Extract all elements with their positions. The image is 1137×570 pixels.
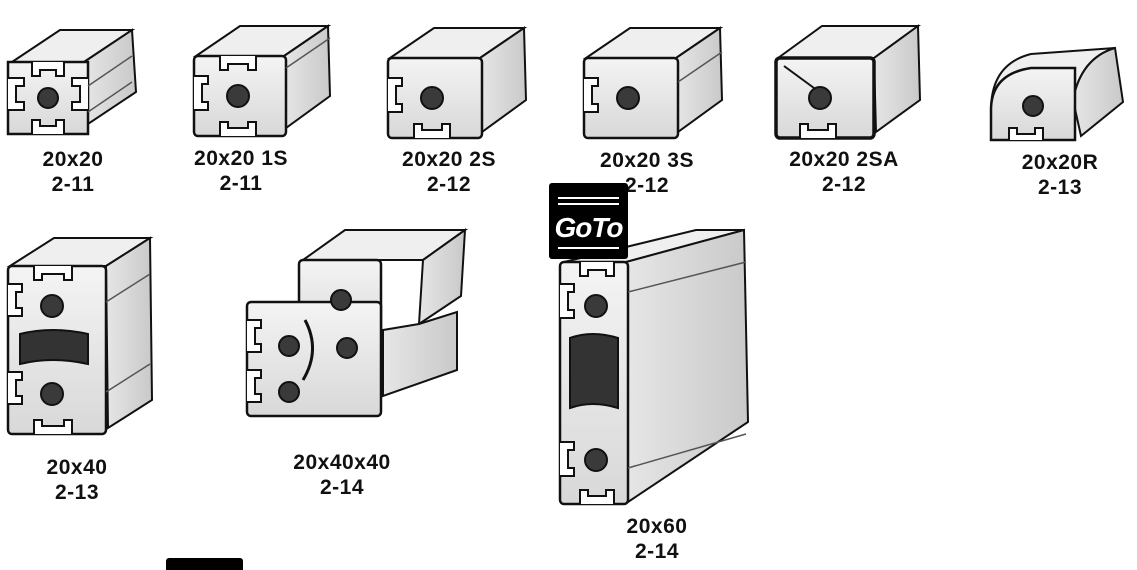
goto-rule-bottom <box>558 247 619 249</box>
page-ref: 2-11 <box>219 172 263 195</box>
caption-20x40x40: 20x40x40 2-14 <box>277 450 407 500</box>
page-ref: 2-12 <box>624 174 670 197</box>
goto-button-partial[interactable] <box>166 558 243 570</box>
page-ref: 2-14 <box>634 540 680 563</box>
page-ref: 2-13 <box>54 481 100 504</box>
profile-name: 20x20 2SA <box>789 148 899 171</box>
profile-name: 20x20R <box>1021 151 1099 174</box>
profile-name: 20x40x40 <box>293 451 391 474</box>
caption-20x40: 20x40 2-13 <box>22 455 132 505</box>
profile-20x40-image[interactable] <box>2 232 162 442</box>
caption-20x20-1s: 20x20 1S 2-11 <box>186 146 296 196</box>
page-ref: 2-13 <box>1037 176 1083 199</box>
profile-name: 20x20 2S <box>402 148 496 171</box>
profile-20x20-image[interactable] <box>2 22 142 142</box>
profile-name: 20x40 <box>46 456 108 479</box>
page-ref: 2-12 <box>426 173 472 196</box>
profile-name: 20x20 1S <box>194 147 288 170</box>
goto-button[interactable]: GoTo <box>549 183 628 259</box>
caption-20x20-3s: 20x20 3S 2-12 <box>587 148 707 198</box>
page-ref: 2-12 <box>821 173 867 196</box>
profile-20x20-1s-image[interactable] <box>190 18 340 143</box>
caption-20x20r: 20x20R 2-13 <box>1005 150 1115 200</box>
goto-label: GoTo <box>554 212 623 243</box>
profile-name: 20x60 <box>626 515 688 538</box>
goto-rule-middle <box>558 203 619 205</box>
profile-20x40x40-image[interactable] <box>243 220 468 430</box>
profile-20x20r-image[interactable] <box>985 40 1135 150</box>
profile-20x20-2sa-image[interactable] <box>770 18 930 148</box>
page-ref: 2-11 <box>51 173 95 196</box>
profile-20x20-2s-image[interactable] <box>384 22 534 147</box>
goto-rule-top <box>558 197 619 199</box>
profile-20x20-3s-image[interactable] <box>580 22 730 147</box>
caption-20x60: 20x60 2-14 <box>602 514 712 564</box>
caption-20x20: 20x20 2-11 <box>18 147 128 197</box>
page-ref: 2-14 <box>319 476 365 499</box>
profile-name: 20x20 3S <box>600 149 694 172</box>
caption-20x20-2s: 20x20 2S 2-12 <box>389 147 509 197</box>
caption-20x20-2sa: 20x20 2SA 2-12 <box>774 147 914 197</box>
profile-name: 20x20 <box>42 148 104 171</box>
profile-20x60-image[interactable] <box>556 222 756 512</box>
